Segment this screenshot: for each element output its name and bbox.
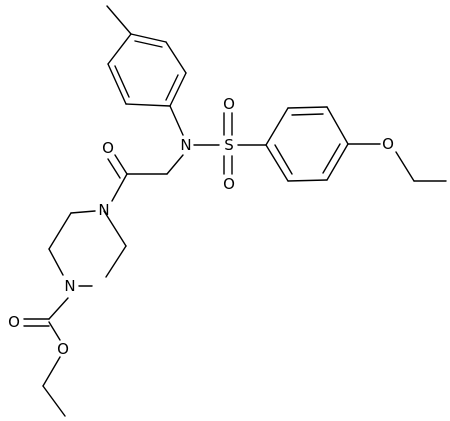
sulfonyl-bonds: [223, 112, 233, 175]
atom-o-ether: O: [382, 135, 394, 153]
atom-o-ketone: O: [102, 139, 114, 157]
bond-carbamate-o: [48, 321, 61, 341]
atom-o-sulfonyl-top: O: [223, 95, 235, 113]
bond-o-ch2: [395, 151, 415, 182]
bond-tolyl-n: [169, 105, 184, 136]
atom-n-piperazine-top: N: [98, 201, 109, 219]
bond-methyl: [106, 5, 132, 35]
atom-n-piperazine-bottom: N: [64, 277, 75, 295]
bonds: [23, 5, 447, 417]
ketone-bonds: [107, 154, 128, 179]
atom-o-carbamate-ester: O: [57, 340, 69, 358]
bond-n-ch2: [166, 154, 184, 175]
tolyl-ring: [107, 33, 187, 107]
piperazine-ring: [48, 210, 127, 287]
bond-ethyl: [42, 385, 66, 417]
bond-n-carbamate: [48, 297, 69, 320]
atom-o-carbamate-carbonyl: O: [8, 313, 20, 331]
atom-n-sulfonamide: N: [180, 136, 191, 154]
bond-co-n: [111, 173, 128, 202]
atom-sulfur: S: [224, 136, 234, 154]
atom-labels: N S O O O O N N O O: [8, 95, 394, 358]
ethoxyphenyl-ring: [265, 106, 349, 182]
carbamate-carbonyl-bonds: [23, 318, 50, 327]
bond-o-ethyl: [42, 356, 61, 387]
atom-o-sulfonyl-bottom: O: [223, 175, 235, 193]
